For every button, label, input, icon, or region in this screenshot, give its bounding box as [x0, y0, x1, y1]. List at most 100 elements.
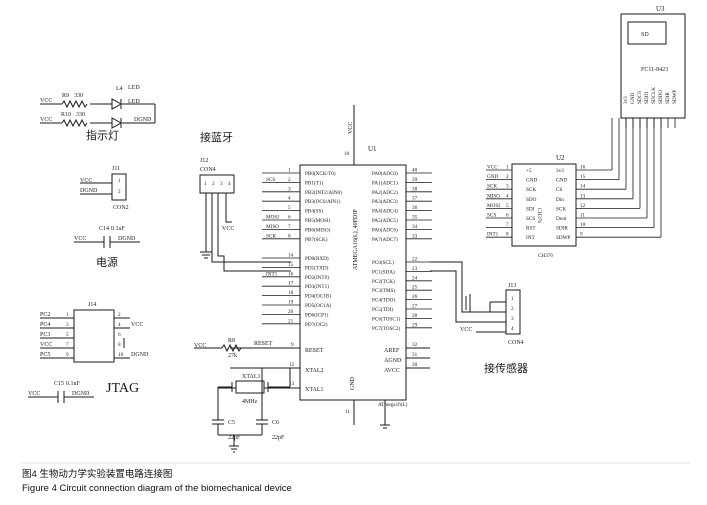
mcu-pin-name: PD4(OC1B) [305, 293, 331, 300]
sd-card-pin-name: 3v3 [623, 96, 629, 104]
mcu-pin-num: 15 [288, 262, 294, 268]
ch376-pin-net: VCC [487, 165, 498, 171]
connector-con4-label: CON4 [508, 340, 524, 346]
ch376-pin-num: 1 [506, 165, 509, 171]
capacitor-c14 [74, 236, 140, 248]
mcu-pin-num: 36 [412, 205, 418, 211]
jtag-pin-num: 9 [66, 352, 69, 358]
sensor-vcc-label: VCC [460, 327, 472, 333]
resistor-r9-value: 330 [74, 93, 83, 99]
resistor-r8-label: R8 [228, 338, 235, 344]
mcu-pin-num: 30 [412, 362, 418, 368]
ch376-ref: U2 [556, 154, 565, 162]
sd-card-ref: U3 [656, 5, 665, 13]
mcu-pin-name: PD7(OC2) [305, 321, 328, 328]
mcu-pin-num: 2 [288, 177, 291, 183]
bt-pin-num: 3 [220, 181, 223, 187]
ch376-pin-name: SDWP [556, 235, 571, 241]
capacitor-c6-label: C6 [272, 420, 279, 426]
sensor-title: 接传感器 [484, 362, 528, 375]
mcu-pin-num: 39 [412, 177, 418, 183]
led-label-a: LED [128, 85, 140, 91]
mcu-pin-name: PC0(SCL) [372, 259, 394, 266]
mcu-pin-name: PD0(RXD) [305, 255, 329, 262]
led-icon [111, 117, 123, 129]
resistor-r9-label: R9 [62, 93, 69, 99]
mcu-vcc-pin: 10 [344, 151, 350, 157]
crystal-circuit: XTAL1 4MHz C5 22pF C6 22pF [212, 367, 291, 453]
ch376-pin-name: INT [526, 235, 535, 241]
jtag-pin-num: 3 [66, 322, 69, 328]
ch376-pin-name: SDIR [556, 226, 568, 232]
mcu-pin-num: 28 [412, 313, 418, 319]
indicator-led-block: VCC VCC R9 330 R10 330 L4 LED LED DGND 指… [40, 85, 156, 142]
mcu-pin-num: 24 [412, 275, 418, 281]
mcu-pin-name: PA1(ADC1) [372, 179, 398, 186]
mcu-pin-name: XTAL2 [305, 368, 324, 374]
mcu-pin-name: RESET [305, 348, 324, 354]
mcu-pin-name: PC5(TDI) [372, 306, 393, 313]
connector-j12-label: J12 [200, 158, 208, 164]
mcu-pin-name: PA7(ADC7) [372, 236, 398, 243]
sd-card-part: FC11-8423 [641, 67, 668, 73]
mcu-pin-name: XTAL1 [305, 387, 324, 393]
connector-con2-label: CON2 [113, 205, 129, 211]
jtag-pin-num: 6 [118, 332, 121, 338]
jtag-pin-num: 10 [118, 352, 124, 358]
ch376-pin-net: GND [487, 174, 498, 180]
led-icon [111, 98, 123, 110]
mcu-pin-net: INT1 [266, 271, 278, 277]
ch376-pin-net: SCK [487, 184, 497, 190]
mcu-pin-num: 20 [288, 309, 294, 315]
ch376-pin-num: 11 [580, 213, 585, 219]
indicator-dgnd-label: DGND [134, 117, 152, 123]
bluetooth-block: 接蓝牙 J12 CON4 1 2 3 4 VCC [199, 131, 291, 272]
ground-icon [461, 296, 471, 310]
reset-vcc-label: VCC [194, 343, 206, 349]
power-dgnd-label: DGND [118, 236, 136, 242]
ch376-pin-name: SCK [526, 187, 536, 193]
figure-caption-english: Figure 4 Circuit connection diagram of t… [22, 483, 292, 494]
led-l4-label: L4 [116, 86, 123, 92]
mcu-pin-name: PB5(MOSI) [305, 217, 331, 224]
capacitor-c15-label: C15 [54, 381, 64, 387]
capacitor-c15 [28, 391, 94, 403]
figure-caption-chinese: 图4 生物动力学实验装置电路连接图 [22, 469, 173, 480]
mcu-pin-num: 7 [288, 224, 291, 230]
mcu-pin-name: PC4(TDO) [372, 297, 395, 304]
bt-pin-num: 1 [204, 181, 207, 187]
power-block: J11 VCC DGND 1 2 CON2 C14 0.1uF VCC DGND… [74, 166, 140, 269]
ch376-pin-name: SDI [526, 206, 535, 212]
mcu-vcc-label: VCC [348, 122, 354, 134]
mcu-pin-name: AVCC [384, 368, 400, 374]
reset-net-label: RESET [254, 341, 273, 347]
ch376-footer-label: CH376 [538, 253, 553, 259]
ch376-pin-name: Din [556, 197, 564, 203]
mcu-pin-name: PD5(OC1A) [305, 302, 331, 309]
capacitor-c6-value: 22pF [272, 435, 285, 441]
mcu-pin-num: 31 [412, 352, 418, 358]
mcu-gnd-label: GND [350, 376, 356, 390]
ch376-pin-name: +5 [526, 168, 532, 174]
mcu-gnd-pin: 11 [345, 409, 350, 415]
connector-j14-label: J14 [88, 302, 96, 308]
ch376-pin-name: GND [526, 178, 537, 184]
ch376-pin-name: CS [556, 187, 562, 193]
mcu-pin-num: 29 [412, 322, 418, 328]
capacitor-c14-label: C14 [99, 226, 109, 232]
mcu-pin-num: 4 [288, 196, 291, 202]
resistor-r8 [194, 343, 250, 353]
ground-icon [229, 435, 239, 453]
jtag-pin-net: PC5 [40, 352, 50, 358]
ch376-pin-num: 9 [580, 232, 583, 238]
bt-pin-num: 4 [228, 181, 231, 187]
sensor-pin-num: 2 [511, 306, 514, 312]
indicator-vcc2-label: VCC [40, 117, 52, 123]
jtag-pin-num: 1 [66, 312, 69, 318]
resistor-r9 [61, 99, 88, 109]
mcu-pin-name: PD6(ICP1) [305, 311, 329, 318]
ground-icon [200, 251, 212, 259]
jtag-dgnd-label: DGND [72, 391, 90, 397]
capacitor-c5-label: C5 [228, 420, 235, 426]
